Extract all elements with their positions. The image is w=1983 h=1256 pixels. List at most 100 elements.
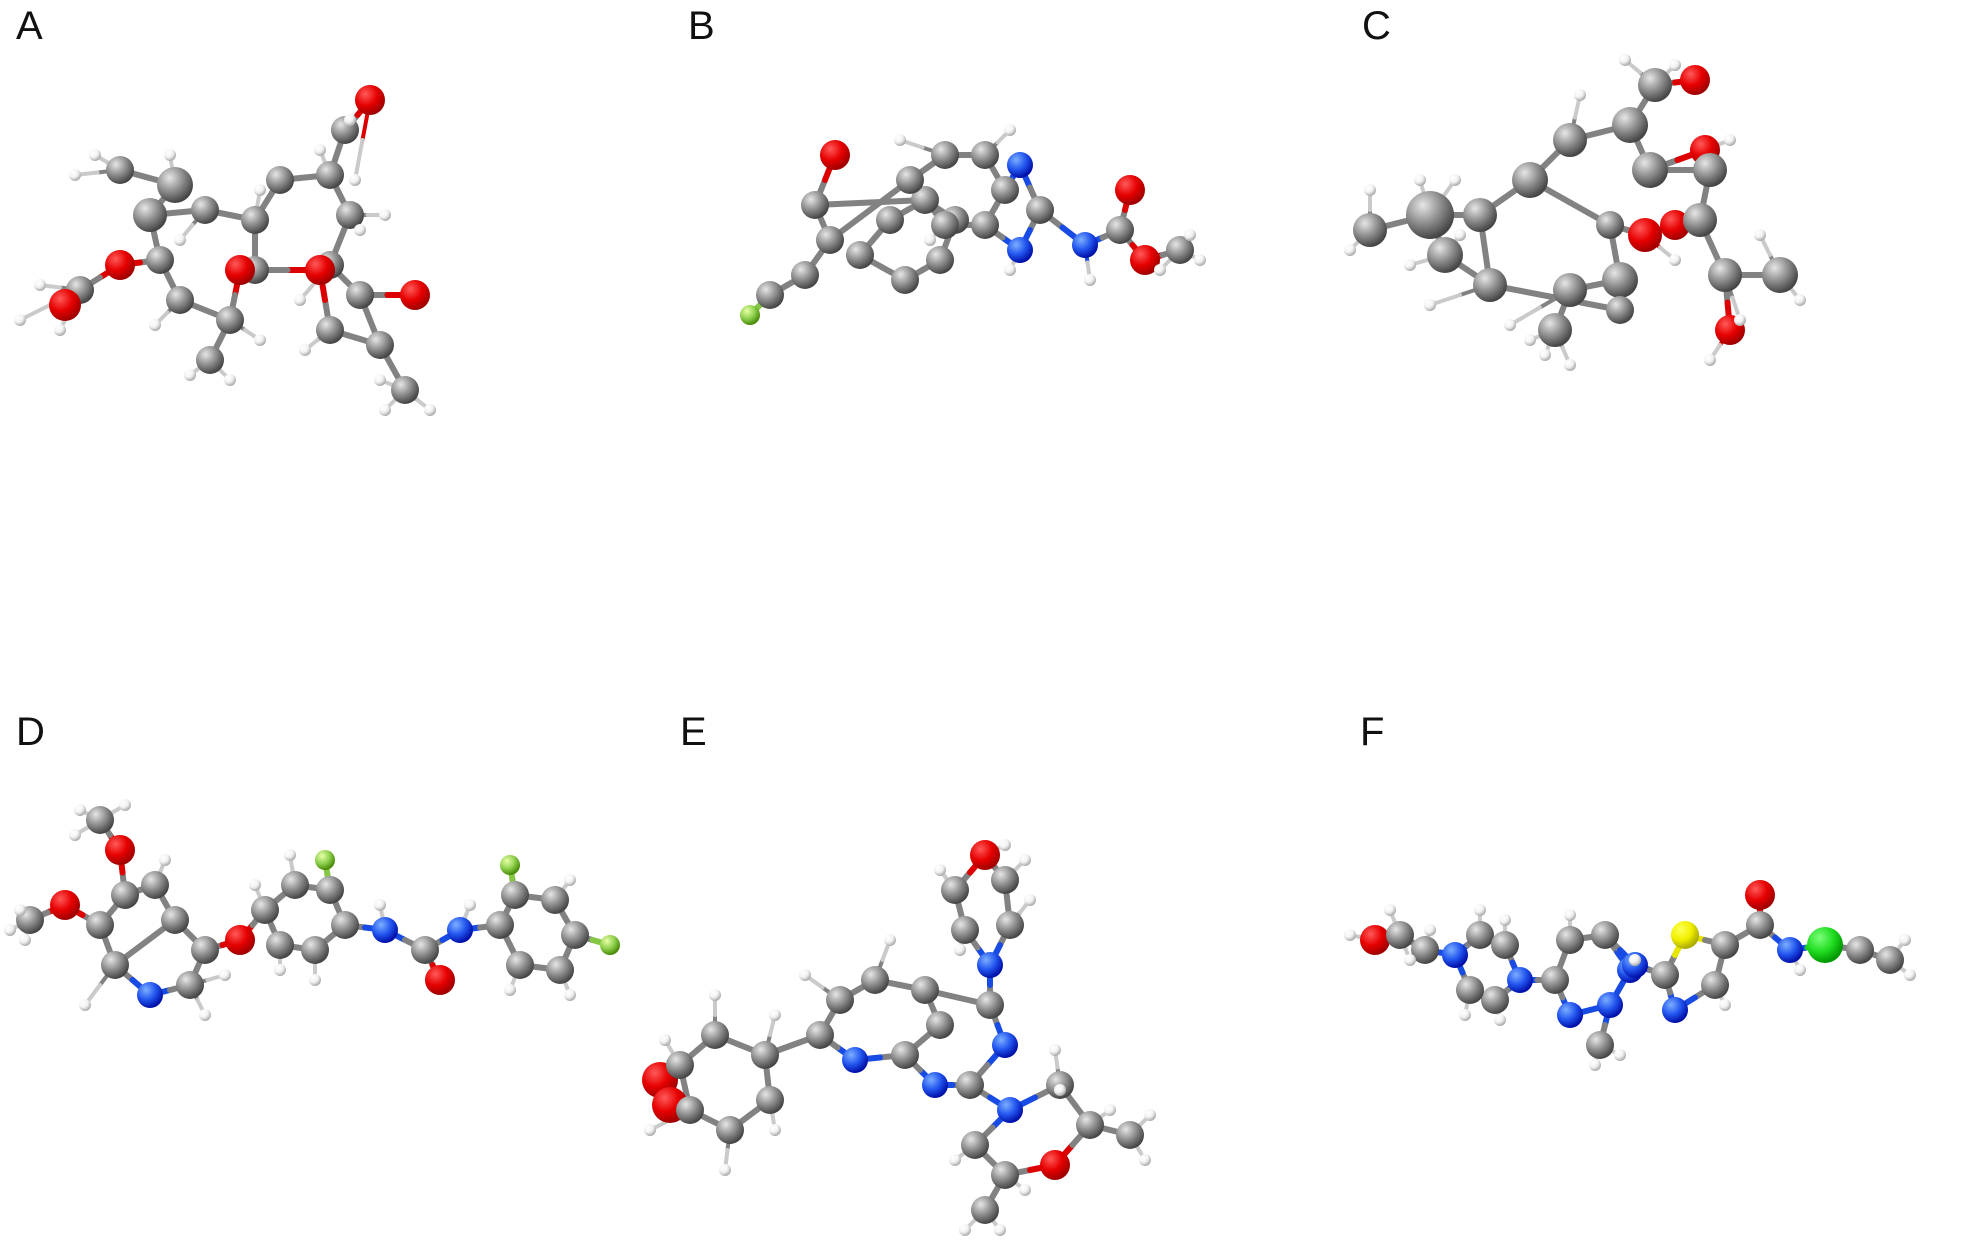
atom-c: [157, 167, 193, 203]
atom-h: [1619, 54, 1631, 66]
atom-c: [266, 931, 294, 959]
atom-h: [1449, 174, 1461, 186]
atom-c: [331, 911, 359, 939]
atom-c: [1651, 961, 1679, 989]
atom-h: [314, 144, 326, 156]
atom-c: [1693, 153, 1727, 187]
atom-h: [1669, 254, 1681, 266]
atom-c: [931, 141, 959, 169]
atom-h: [164, 149, 176, 161]
atom-n: [372, 917, 398, 943]
atom-c: [1411, 936, 1439, 964]
atom-h: [1574, 89, 1586, 101]
atom-c: [111, 881, 139, 909]
atom-h: [184, 369, 196, 381]
atom-h: [344, 114, 356, 126]
atom-h: [659, 1034, 671, 1046]
atom-c: [346, 281, 374, 309]
atom-c: [101, 951, 129, 979]
atom-c: [1708, 258, 1742, 292]
atom-n: [1597, 992, 1623, 1018]
atom-o: [225, 255, 255, 285]
atom-c: [541, 886, 569, 914]
atom-c: [1106, 216, 1134, 244]
atom-c: [546, 956, 574, 984]
atom-c: [1466, 921, 1494, 949]
atom-h: [299, 344, 311, 356]
atom-n: [997, 1097, 1023, 1123]
atom-h: [1344, 244, 1356, 256]
atom-c: [161, 906, 189, 934]
atom-c: [1602, 262, 1638, 298]
atom-h: [294, 294, 306, 306]
atom-h: [424, 404, 436, 416]
panel-label-f: F: [1360, 710, 1385, 754]
atom-o: [820, 140, 850, 170]
atom-c: [1427, 237, 1463, 273]
atom-c: [1076, 1111, 1104, 1139]
atom-c: [316, 316, 344, 344]
atom-h: [1704, 354, 1716, 366]
atom-h: [89, 149, 101, 161]
atom-c: [1456, 976, 1484, 1004]
panel-label-a: A: [16, 4, 43, 48]
atom-n: [1777, 937, 1803, 963]
atom-f: [315, 850, 335, 870]
atom-c: [561, 921, 589, 949]
atom-h: [1019, 854, 1031, 866]
atom-c: [956, 1071, 984, 1099]
atom-c: [896, 166, 924, 194]
atom-h: [19, 934, 31, 946]
atom-c: [976, 991, 1004, 1019]
atom-c: [176, 971, 204, 999]
atom-h: [1019, 1184, 1031, 1196]
atom-c: [1353, 213, 1387, 247]
atom-o: [1115, 175, 1145, 205]
atom-h: [954, 944, 966, 956]
atom-c: [991, 1161, 1019, 1189]
atom-h: [564, 989, 576, 1001]
atom-c: [191, 196, 219, 224]
atom-c: [366, 331, 394, 359]
atom-h: [1899, 934, 1911, 946]
atom-c: [1586, 1031, 1614, 1059]
atom-c: [506, 951, 534, 979]
atom-n: [1072, 232, 1098, 258]
atom-h: [959, 1224, 971, 1236]
atom-h: [1139, 1154, 1151, 1166]
atom-c: [1846, 936, 1874, 964]
atom-c: [86, 806, 114, 834]
atom-o: [400, 280, 430, 310]
atom-h: [1024, 894, 1036, 906]
atom-h: [14, 314, 26, 326]
atom-c: [1711, 931, 1739, 959]
atom-c: [1026, 196, 1054, 224]
atom-n: [1507, 967, 1533, 993]
atom-h: [69, 169, 81, 181]
atom-h: [79, 999, 91, 1011]
atom-c: [1596, 211, 1624, 239]
molecule-f-ball-and-stick: [1344, 880, 1916, 1071]
atom-h: [769, 1124, 781, 1136]
atom-c: [1762, 257, 1798, 293]
atom-h: [1794, 294, 1806, 306]
atom-c: [1638, 68, 1672, 102]
atom-h: [1669, 59, 1681, 71]
atom-h: [1004, 124, 1016, 136]
atom-c: [1538, 313, 1572, 347]
atom-c: [301, 936, 329, 964]
atom-c: [926, 246, 954, 274]
atom-c: [701, 1021, 729, 1049]
atom-h: [1364, 184, 1376, 196]
atom-c: [911, 976, 939, 1004]
atom-h: [54, 324, 66, 336]
atom-n: [1007, 152, 1033, 178]
atom-h: [644, 1124, 656, 1136]
atom-o: [1130, 245, 1160, 275]
atom-c: [991, 176, 1019, 204]
atom-o: [105, 835, 135, 865]
atom-c: [861, 966, 889, 994]
atom-h: [894, 134, 906, 146]
atom-h: [1719, 999, 1731, 1011]
atom-h: [709, 989, 721, 1001]
